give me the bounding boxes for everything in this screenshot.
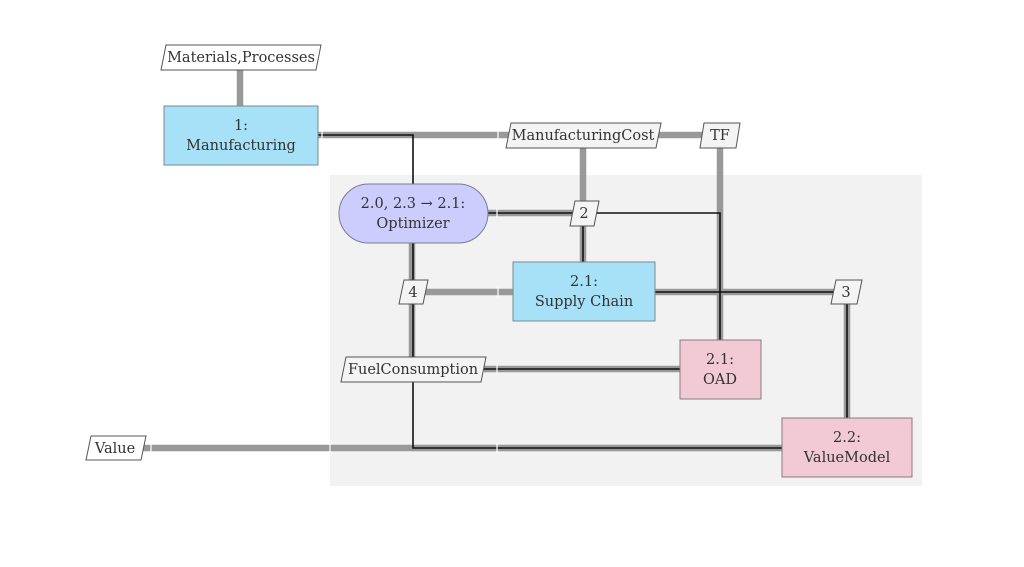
- output-value: Value: [85, 435, 147, 461]
- value-label: Value: [94, 441, 135, 457]
- materials-processes-label: Materials,Processes: [167, 50, 315, 66]
- value-model-name: ValueModel: [803, 450, 891, 466]
- optimizer-index: 2.0, 2.3 → 2.1:: [361, 196, 466, 212]
- block-supply-chain[interactable]: 2.1: Supply Chain: [512, 261, 656, 322]
- process-line-fuel-valuemodel: [412, 382, 782, 449]
- junction-4: 4: [398, 279, 429, 305]
- oad-name: OAD: [703, 372, 737, 388]
- junction-2-label: 2: [579, 206, 588, 222]
- block-optimizer[interactable]: 2.0, 2.3 → 2.1: Optimizer: [338, 183, 489, 244]
- data-fuel-consumption: FuelConsumption: [340, 356, 487, 383]
- supply-chain-name: Supply Chain: [535, 294, 633, 310]
- process-flow-lines: [318, 134, 848, 449]
- value-model-index: 2.2:: [833, 430, 861, 446]
- oad-index: 2.1:: [706, 352, 734, 368]
- optimizer-name: Optimizer: [376, 216, 449, 232]
- junction-2: 2: [569, 200, 600, 227]
- manufacturing-cost-label: ManufacturingCost: [512, 128, 655, 144]
- manufacturing-index: 1:: [234, 118, 248, 134]
- process-line-junction2-oad: [592, 212, 721, 340]
- data-tf: TF: [699, 122, 741, 149]
- input-materials-processes: Materials,Processes: [160, 44, 322, 71]
- fuel-consumption-label: FuelConsumption: [348, 362, 478, 378]
- manufacturing-name: Manufacturing: [186, 138, 296, 154]
- supply-chain-index: 2.1:: [570, 274, 598, 290]
- junction-4-label: 4: [408, 285, 417, 301]
- block-oad[interactable]: 2.1: OAD: [679, 339, 762, 400]
- block-manufacturing[interactable]: 1: Manufacturing: [163, 105, 319, 166]
- junction-3: 3: [830, 279, 863, 305]
- tf-label: TF: [710, 128, 730, 144]
- block-value-model[interactable]: 2.2: ValueModel: [781, 417, 913, 478]
- process-line-manufacturing-optimizer: [318, 134, 414, 184]
- line-tick-marks: [150, 130, 499, 453]
- junction-3-label: 3: [841, 285, 850, 301]
- data-manufacturing-cost: ManufacturingCost: [505, 122, 662, 149]
